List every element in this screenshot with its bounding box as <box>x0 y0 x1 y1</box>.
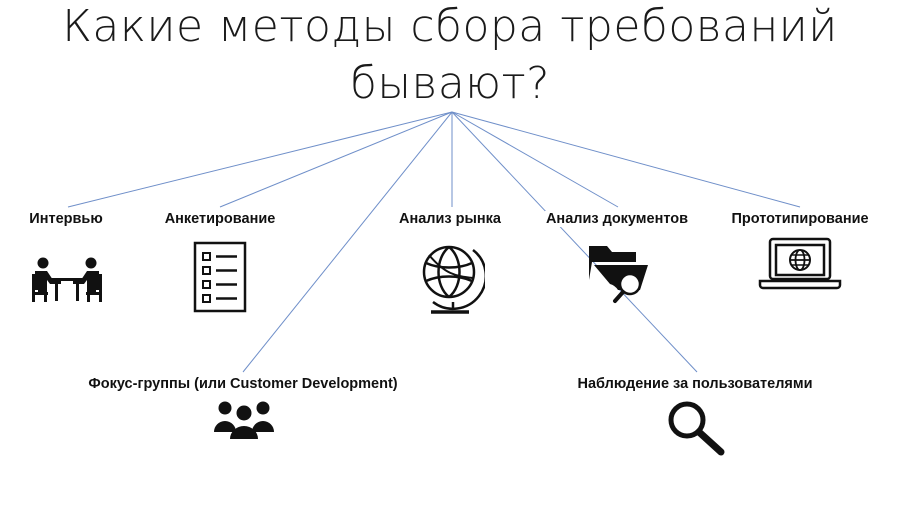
method-label-interview: Интервью <box>28 211 104 227</box>
checklist-icon <box>193 241 247 313</box>
interview-icon <box>32 257 102 302</box>
method-label-document-analysis: Анализ документов <box>544 211 690 227</box>
group-icon <box>214 401 274 439</box>
connector-documents <box>451 111 619 208</box>
globe-icon <box>422 245 485 314</box>
method-label-prototyping: Прототипирование <box>730 211 870 227</box>
method-label-survey: Анкетирование <box>163 211 277 227</box>
connector-observation <box>451 111 698 373</box>
method-label-focus-groups: Фокус-группы (или Customer Development) <box>87 376 399 392</box>
magnifier-icon <box>668 401 725 456</box>
folder-search-icon <box>589 246 648 303</box>
connector-survey <box>219 111 453 208</box>
method-label-market-analysis: Анализ рынка <box>398 211 502 227</box>
connector-focus-groups <box>242 111 453 373</box>
slide-title: Какие методы сбора требований бывают? <box>62 1 838 109</box>
laptop-globe-icon <box>758 237 842 290</box>
method-label-observation: Наблюдение за пользователями <box>576 376 814 392</box>
connector-interview <box>67 111 453 208</box>
connector-prototyping <box>451 111 801 208</box>
